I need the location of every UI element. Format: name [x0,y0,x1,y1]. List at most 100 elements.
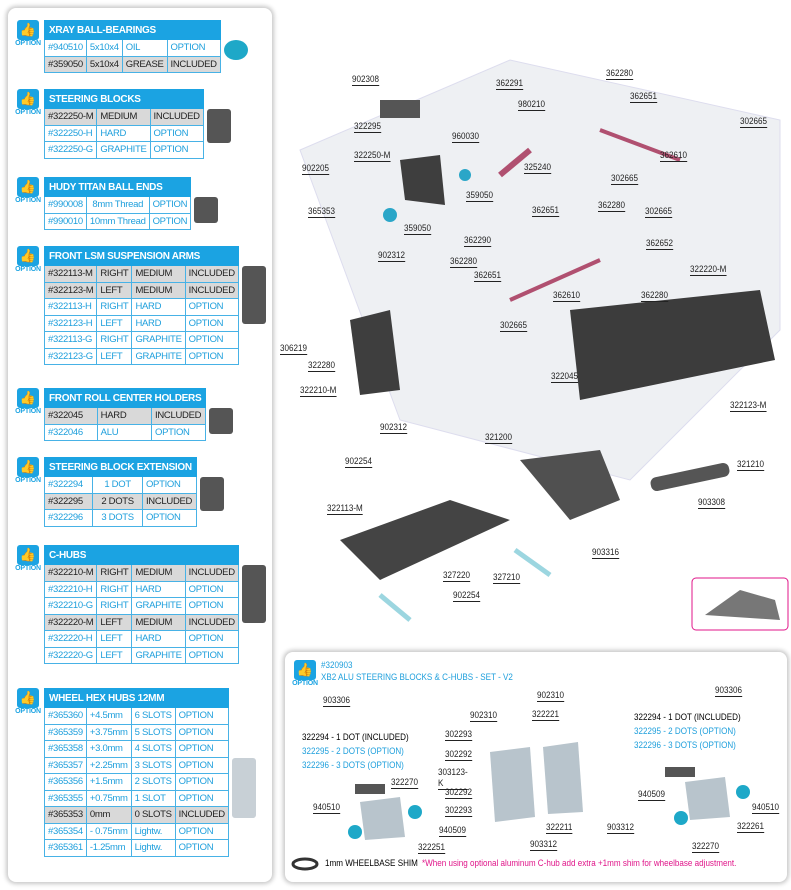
table-cell: INCLUDED [184,564,239,582]
table-cell: INCLUDED [150,407,207,425]
option-badge: 👍OPTION [15,89,41,116]
table-cell: OPTION [148,196,192,214]
table-cell: GRAPHITE [96,141,151,159]
part-callout: 365353 [308,206,335,218]
thumbs-up-icon: 👍 [17,246,39,266]
set-part-callout: 302293 [445,729,472,741]
ext-right-1: 322294 - 1 DOT (INCLUDED) [634,712,741,723]
set-part-callout: 302292 [445,749,472,761]
part-callout: 902308 [352,74,379,86]
set-part-callout: 322251 [418,842,445,854]
table-cell: LEFT [96,613,133,631]
set-part-callout: 903306 [323,695,350,707]
table-cell: #322250-G [43,141,98,159]
thumbs-up-icon: 👍 [17,20,39,40]
table-cell: GRAPHITE [131,331,186,349]
shim-note: *When using optional aluminum C-hub add … [422,858,737,869]
table-cell: OPTION [184,347,239,365]
table-cell: MEDIUM [96,108,151,126]
table-cell: INCLUDED [166,55,221,73]
table-cell: #990008 [44,196,87,214]
table-cell: #322210-G [43,597,98,615]
table-cell: #322220-M [43,613,98,631]
table-cell: OPTION [184,298,239,316]
table-cell: OPTION [174,740,229,758]
table-cell: 5x10x4 [85,39,123,57]
table-cell: #365358 [44,740,87,758]
part-callout: 903308 [698,497,725,509]
table-cell: OPTION [141,509,197,527]
table-cell: #322210-M [43,564,98,582]
table-cell: HARD [131,630,186,648]
table-cell: MEDIUM [131,265,186,283]
table-cell: GRAPHITE [131,646,186,664]
part-callout: 903316 [592,547,619,559]
part-callout: 362290 [464,235,491,247]
alu-set-box: 👍 OPTION #320903 XB2 ALU STEERING BLOCKS… [285,652,787,882]
table-cell: #322113-H [43,298,98,316]
set-part-callout: 940510 [313,802,340,814]
table-cell: +1.5mm [85,773,132,791]
table-cell: #322045 [44,407,98,425]
part-callout: 362652 [646,238,673,250]
part-callout: 902205 [302,163,329,175]
table-cell: #322113-M [43,265,98,283]
thumbs-up-icon: 👍 [17,89,39,109]
table-cell: #322123-M [43,281,98,299]
part-callout: 362280 [606,68,633,80]
thumbs-up-icon: 👍 [17,688,39,708]
table-cell: +3.0mm [85,740,132,758]
table-cell: #322220-H [43,630,98,648]
part-thumbnail [200,477,224,511]
table-cell: #359050 [44,55,87,73]
part-thumbnail [232,758,256,818]
table-cell: #365355 [44,789,87,807]
set-part-callout: 902310 [470,710,497,722]
part-callout: 322113-M [327,503,363,515]
part-thumbnail [194,197,218,223]
option-badge: 👍OPTION [15,688,41,715]
table-cell: OPTION [174,789,229,807]
part-callout: 362651 [474,270,501,282]
set-part-callout: 302293 [445,805,472,817]
ext-left-1: 322294 - 1 DOT (INCLUDED) [302,732,409,743]
table-cell: OPTION [184,630,239,648]
table-cell: HARD [131,314,186,332]
thumbs-up-icon: 👍 [17,388,39,408]
table-cell: LEFT [96,314,133,332]
table-cell: OPTION [174,839,229,857]
table-cell: OPTION [166,39,221,57]
part-callout: 362610 [660,150,687,162]
table-cell: GRAPHITE [131,597,186,615]
table-cell: INCLUDED [184,613,239,631]
table-cell: 1 DOT [92,476,143,494]
option-badge: 👍 OPTION [292,660,318,687]
table-cell: RIGHT [96,564,133,582]
part-callout: 359050 [404,223,431,235]
table-cell: GREASE [121,55,168,73]
part-thumbnail [242,266,266,324]
table-cell: INCLUDED [149,108,204,126]
shim-label: 1mm WHEELBASE SHIM [325,858,418,869]
set-part-callout: 940509 [638,789,665,801]
set-title: XB2 ALU STEERING BLOCKS & C-HUBS - SET -… [321,672,513,683]
